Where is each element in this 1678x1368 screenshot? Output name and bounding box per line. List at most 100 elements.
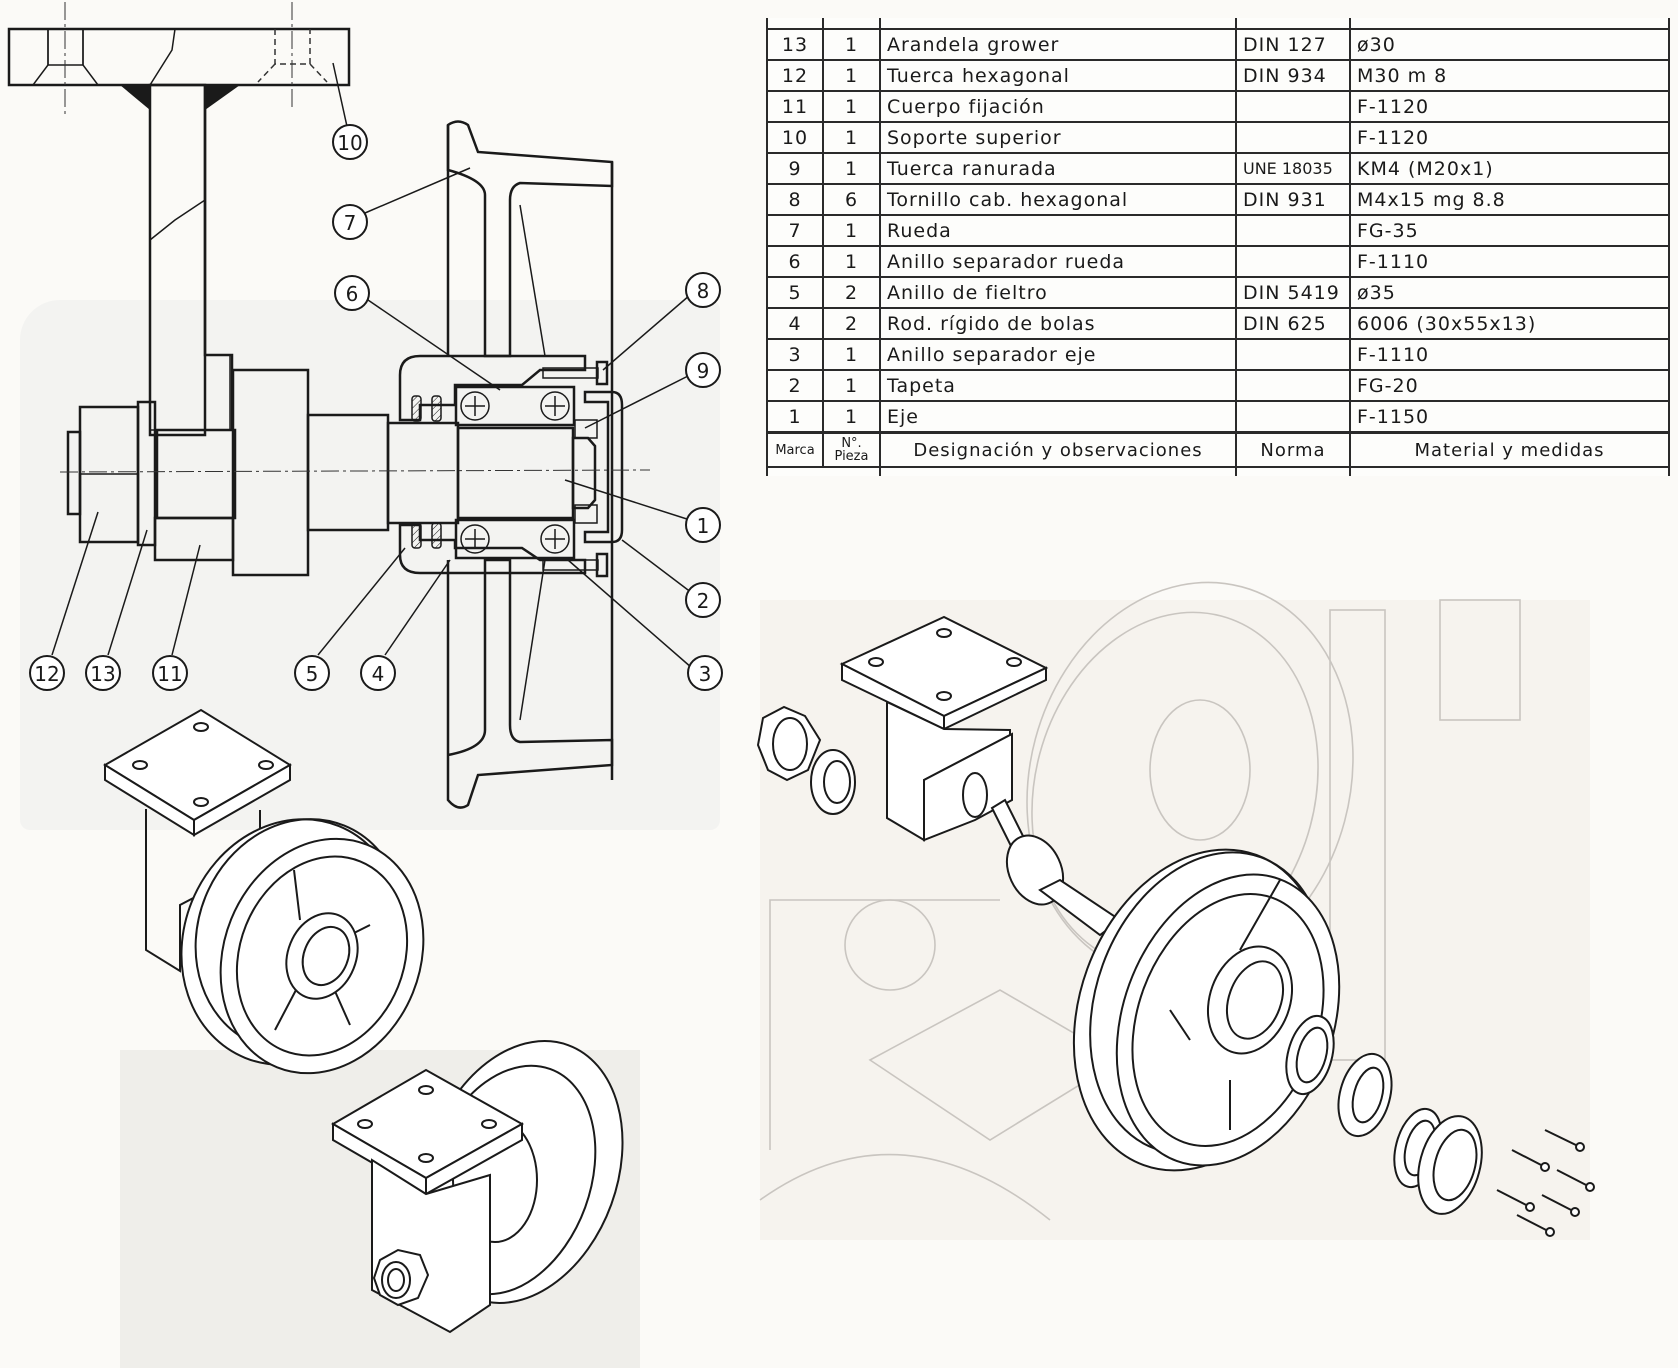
cell-material: ø35 <box>1349 276 1670 309</box>
cell-material: F-1120 <box>1349 90 1670 123</box>
part-9-slotted-nut <box>574 419 598 524</box>
cell-mark: 11 <box>766 90 824 123</box>
cell-mark: 9 <box>766 152 824 185</box>
cell-mark: 7 <box>766 214 824 247</box>
cell-qty: 1 <box>822 338 881 371</box>
balloon-13: 13 <box>85 655 121 691</box>
cell-mark: 10 <box>766 121 824 154</box>
header-qty: N°.Pieza <box>822 431 881 468</box>
cell-description: Tuerca hexagonal <box>879 59 1237 92</box>
cell-description: Tuerca ranurada <box>879 152 1237 185</box>
header-material: Material y medidas <box>1349 431 1670 468</box>
svg-text:6: 6 <box>346 282 359 306</box>
svg-text:13: 13 <box>90 662 115 686</box>
balloon-4: 4 <box>360 655 396 691</box>
cell-description: Rueda <box>879 214 1237 247</box>
cell-qty: 1 <box>822 152 881 185</box>
cell-mark: 3 <box>766 338 824 371</box>
cell-material: F-1120 <box>1349 121 1670 154</box>
cell-qty: 1 <box>822 59 881 92</box>
cell-standard: DIN 934 <box>1235 59 1351 92</box>
part-12-nut <box>66 405 140 544</box>
balloon-9: 9 <box>685 352 721 388</box>
cell-material: KM4 (M20x1) <box>1349 152 1670 185</box>
balloon-7: 7 <box>332 204 368 240</box>
cell-qty: 1 <box>822 90 881 123</box>
cell-standard <box>1235 338 1351 371</box>
cell-material: ø30 <box>1349 28 1670 61</box>
cell-qty: 2 <box>822 307 881 340</box>
part-13-washer <box>136 400 157 547</box>
exploded-screws <box>1496 1129 1595 1237</box>
cell-material: F-1110 <box>1349 338 1670 371</box>
cell-qty: 6 <box>822 183 881 216</box>
cell-description: Soporte superior <box>879 121 1237 154</box>
cell-standard: DIN 5419 <box>1235 276 1351 309</box>
iso-view-nut-side <box>331 1040 624 1334</box>
part-8-screws <box>542 360 609 578</box>
cell-standard: DIN 931 <box>1235 183 1351 216</box>
cell-material: FG-20 <box>1349 369 1670 402</box>
svg-text:3: 3 <box>699 662 712 686</box>
cell-material: 6006 (30x55x13) <box>1349 307 1670 340</box>
exploded-view <box>756 581 1595 1237</box>
part-4-bearings <box>454 385 576 560</box>
svg-text:10: 10 <box>337 131 362 155</box>
cell-qty: 1 <box>822 400 881 434</box>
table-tail-row <box>766 466 1670 476</box>
cell-material: FG-35 <box>1349 214 1670 247</box>
cell-mark: 12 <box>766 59 824 92</box>
cell-mark: 5 <box>766 276 824 309</box>
cell-mark: 13 <box>766 28 824 61</box>
cell-qty: 1 <box>822 245 881 278</box>
cell-qty: 1 <box>822 28 881 61</box>
svg-text:8: 8 <box>697 279 710 303</box>
cell-standard <box>1235 400 1351 434</box>
cell-mark: 6 <box>766 245 824 278</box>
svg-text:9: 9 <box>697 359 710 383</box>
table-top-spacer <box>766 18 1670 30</box>
cell-standard: DIN 127 <box>1235 28 1351 61</box>
cell-qty: 1 <box>822 369 881 402</box>
cell-description: Arandela grower <box>879 28 1237 61</box>
cell-description: Cuerpo fijación <box>879 90 1237 123</box>
header-standard: Norma <box>1235 431 1351 468</box>
cell-description: Eje <box>879 400 1237 434</box>
part-10-top-plate <box>7 2 351 115</box>
cell-standard <box>1235 369 1351 402</box>
balloon-3: 3 <box>687 655 723 691</box>
cell-standard <box>1235 214 1351 247</box>
balloon-1: 1 <box>685 507 721 543</box>
cell-material: M30 m 8 <box>1349 59 1670 92</box>
cell-qty: 2 <box>822 276 881 309</box>
cell-description: Tornillo cab. hexagonal <box>879 183 1237 216</box>
cell-mark: 2 <box>766 369 824 402</box>
cell-material: F-1150 <box>1349 400 1670 434</box>
section-view <box>7 2 693 809</box>
header-description: Designación y observaciones <box>879 431 1237 468</box>
cell-standard: DIN 625 <box>1235 307 1351 340</box>
svg-text:12: 12 <box>34 662 59 686</box>
svg-text:5: 5 <box>306 662 319 686</box>
cell-mark: 1 <box>766 400 824 434</box>
cell-description: Anillo separador eje <box>879 338 1237 371</box>
cell-material: M4x15 mg 8.8 <box>1349 183 1670 216</box>
balloon-12: 12 <box>29 655 65 691</box>
cell-standard <box>1235 245 1351 278</box>
part-7-wheel <box>446 120 614 809</box>
